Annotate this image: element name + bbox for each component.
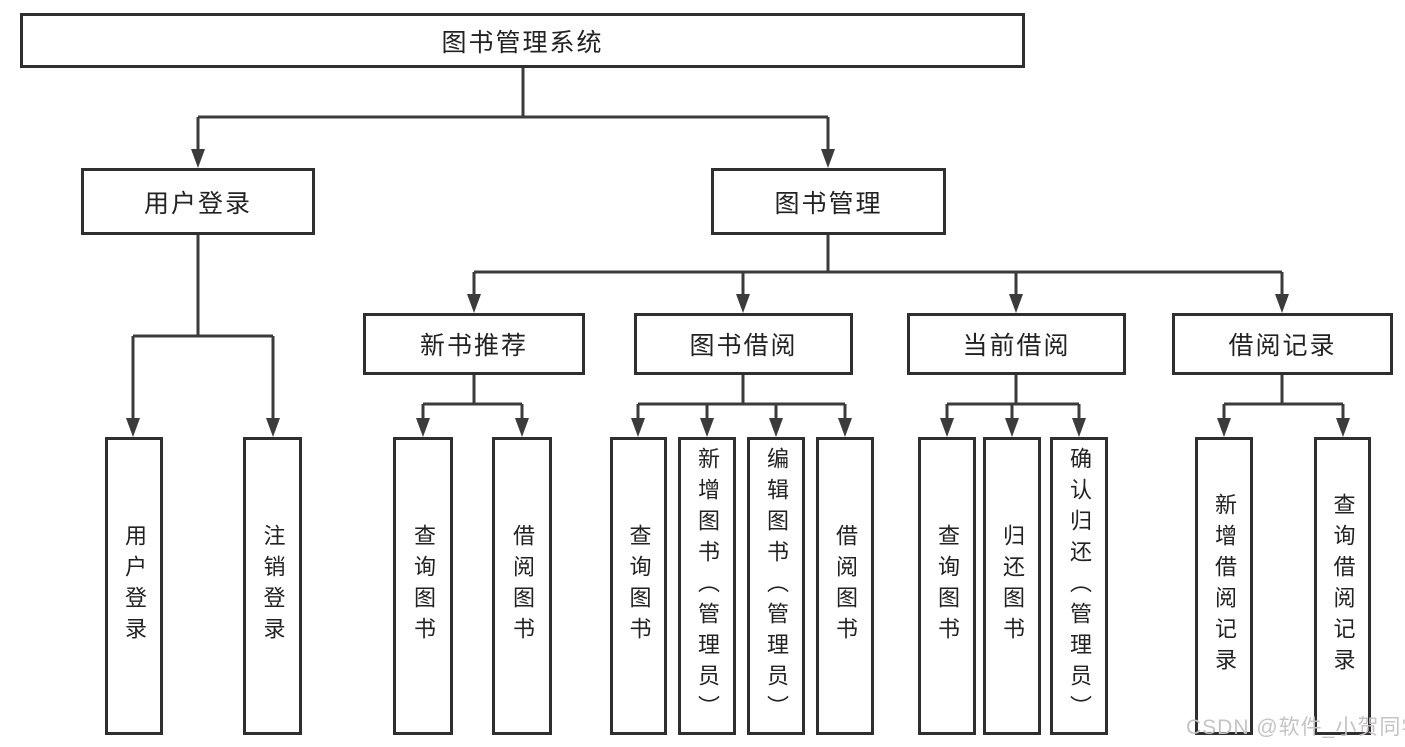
node-book-borrow: 图书借阅 xyxy=(634,313,853,375)
leaf-edit-books-admin: 编辑图书（管理员） xyxy=(747,437,805,735)
leaf-borrow-query-books: 查询图书 xyxy=(610,437,667,735)
leaf-add-books-admin: 新增图书（管理员） xyxy=(678,437,736,735)
leaf-add-borrow-record-label: 新增借阅记录 xyxy=(1212,493,1237,679)
leaf-current-query-books: 查询图书 xyxy=(918,437,976,735)
node-borrow-records: 借阅记录 xyxy=(1172,313,1393,375)
arrowhead-icons xyxy=(126,149,1350,437)
node-current-borrow: 当前借阅 xyxy=(907,313,1126,375)
leaf-borrow-books-label: 借阅图书 xyxy=(833,524,858,648)
leaf-edit-books-admin-label: 编辑图书（管理员） xyxy=(764,446,789,726)
leaf-borrow-books: 借阅图书 xyxy=(816,437,874,735)
node-book-management-label: 图书管理 xyxy=(774,189,883,218)
node-user-login: 用户登录 xyxy=(81,168,315,235)
leaf-borrow-query-books-label: 查询图书 xyxy=(626,524,652,648)
leaf-new-query-books-label: 查询图书 xyxy=(411,524,436,648)
node-book-borrow-label: 图书借阅 xyxy=(689,332,798,360)
node-new-book-recommend: 新书推荐 xyxy=(363,313,585,375)
leaf-current-query-books-label: 查询图书 xyxy=(935,524,960,648)
leaf-user-login-label: 用户登录 xyxy=(122,524,147,648)
leaf-add-borrow-record: 新增借阅记录 xyxy=(1195,437,1253,735)
leaf-confirm-return-admin: 确认归还（管理员） xyxy=(1050,437,1108,735)
leaf-return-books: 归还图书 xyxy=(983,437,1041,735)
leaf-user-login: 用户登录 xyxy=(105,437,163,735)
node-user-login-label: 用户登录 xyxy=(143,189,252,218)
leaf-add-books-admin-label: 新增图书（管理员） xyxy=(695,446,720,726)
leaf-new-borrow-books-label: 借阅图书 xyxy=(510,524,535,648)
tree-edges xyxy=(131,68,1345,420)
leaf-query-borrow-record: 查询借阅记录 xyxy=(1314,437,1371,735)
leaf-logout-label: 注销登录 xyxy=(260,524,286,648)
node-borrow-records-label: 借阅记录 xyxy=(1228,332,1337,360)
leaf-confirm-return-admin-label: 确认归还（管理员） xyxy=(1067,446,1092,726)
leaf-query-borrow-record-label: 查询借阅记录 xyxy=(1330,493,1356,679)
node-new-book-recommend-label: 新书推荐 xyxy=(419,332,528,360)
node-current-borrow-label: 当前借阅 xyxy=(962,332,1071,360)
leaf-logout: 注销登录 xyxy=(243,437,302,735)
leaf-new-borrow-books: 借阅图书 xyxy=(492,437,552,735)
csdn-watermark: CSDN @软件_小贺同学 xyxy=(1186,716,1405,739)
leaf-return-books-label: 归还图书 xyxy=(1000,524,1025,648)
leaf-new-query-books: 查询图书 xyxy=(393,437,453,735)
node-root-label: 图书管理系统 xyxy=(441,28,604,57)
node-root: 图书管理系统 xyxy=(20,13,1025,68)
node-book-management: 图书管理 xyxy=(711,168,946,235)
